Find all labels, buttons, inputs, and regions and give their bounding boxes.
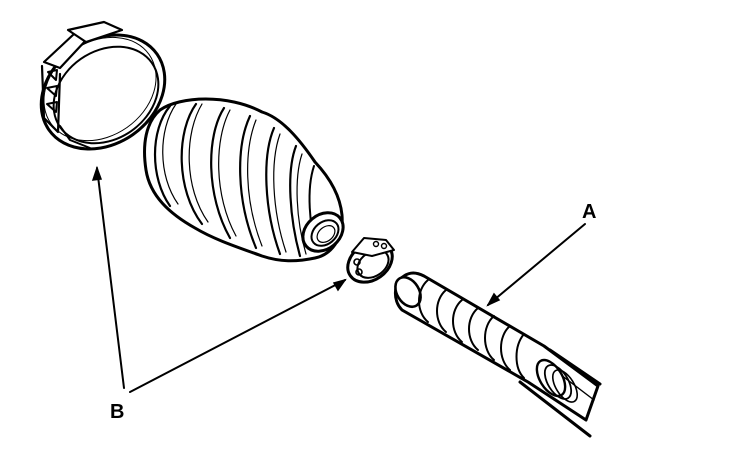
boot <box>143 97 345 263</box>
large-boot-band <box>39 20 167 151</box>
callout-a-label: A <box>582 201 596 223</box>
driveshaft <box>394 271 602 438</box>
leader-lines <box>91 165 586 393</box>
callout-b-label: B <box>110 401 124 423</box>
small-boot-band <box>346 237 395 284</box>
